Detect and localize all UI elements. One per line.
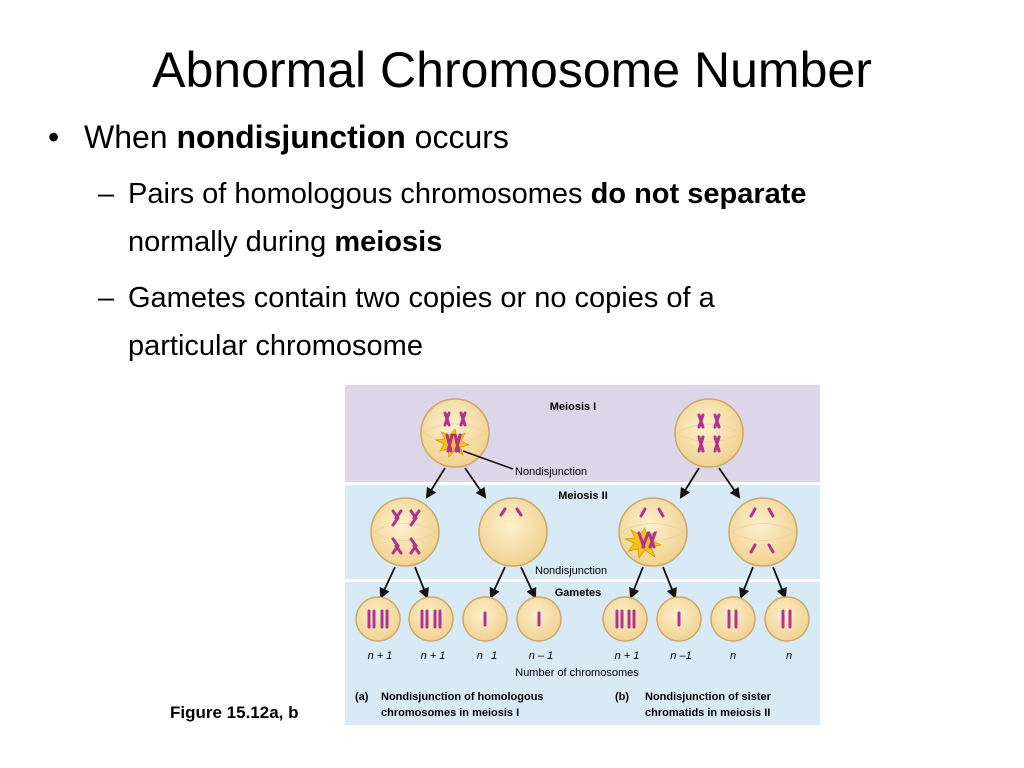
label-meiosis-2: Meiosis II	[558, 490, 608, 502]
sub1-text1: Pairs of homologous chromosomes	[128, 178, 591, 210]
meiosis2-cell-4	[728, 497, 798, 567]
gamete-count-6: n –1	[670, 650, 691, 662]
gamete-count-1: n + 1	[368, 650, 393, 662]
sub1-bold1: do not separate	[590, 178, 807, 210]
gamete-5	[602, 596, 648, 642]
part-b-line1: Nondisjunction of sister	[645, 691, 772, 703]
page-title: Abnormal Chromosome Number	[152, 42, 872, 98]
gamete-4	[516, 596, 562, 642]
part-a-tag: (a)	[355, 691, 369, 703]
meiosis1-cell-b	[674, 398, 744, 468]
dash-icon: –	[98, 178, 115, 210]
label-gametes: Gametes	[555, 587, 601, 599]
chromosome-icon	[697, 413, 721, 453]
meiosis2-cell-1	[370, 497, 440, 567]
gamete-2	[408, 596, 454, 642]
nondisjunction-label-2: Nondisjunction	[535, 565, 607, 577]
sub2-line2: particular chromosome	[128, 330, 423, 362]
gamete-count-7: n	[730, 650, 736, 662]
part-a-line1: Nondisjunction of homologous	[381, 691, 544, 703]
subbullet-gametes: – Gametes contain two copies or no copie…	[48, 274, 988, 370]
gamete-8	[764, 596, 810, 642]
part-a-line2: chromosomes in meiosis I	[381, 707, 519, 719]
sub1-text2: normally during	[128, 226, 335, 258]
part-b-tag: (b)	[615, 691, 629, 703]
sub2-line1: Gametes contain two copies or no copies …	[128, 282, 715, 314]
subbullet-homologous: – Pairs of homologous chromosomes do not…	[48, 170, 988, 266]
dash-icon: –	[98, 282, 115, 314]
gamete-1	[355, 596, 401, 642]
gamete-count-5: n + 1	[615, 650, 640, 662]
figure-caption: Figure 15.12a, b	[170, 703, 299, 722]
sub1-line2: normally during meiosis	[128, 218, 988, 266]
meiosis2-cell-2	[478, 497, 548, 567]
chromosome-icon	[443, 411, 467, 453]
nondisjunction-label-1: Nondisjunction	[515, 466, 587, 478]
bullet1-bold: nondisjunction	[176, 119, 406, 155]
gamete-count-3: n 1	[477, 650, 498, 662]
bullet1-prefix: When	[84, 119, 177, 155]
gamete-6	[656, 596, 702, 642]
bullet1-suffix: occurs	[405, 119, 509, 155]
bullet-dot-icon: •	[48, 119, 60, 155]
number-of-chromosomes-label: Number of chromosomes	[515, 667, 639, 679]
sub1-bold2: meiosis	[334, 226, 443, 258]
gamete-3	[462, 596, 508, 642]
gamete-count-4: n – 1	[529, 650, 553, 662]
bullet-nondisjunction: • When nondisjunction occurs	[48, 112, 988, 162]
meiosis1-cell-a	[420, 398, 490, 468]
gamete-7	[710, 596, 756, 642]
bullet-list: • When nondisjunction occurs – Pairs of …	[48, 112, 988, 378]
label-meiosis-1: Meiosis I	[550, 401, 596, 413]
part-b-line2: chromatids in meiosis II	[645, 707, 770, 719]
sub1-line1: Pairs of homologous chromosomes do not s…	[128, 170, 988, 218]
gamete-count-2: n + 1	[421, 650, 446, 662]
gamete-count-8: n	[786, 650, 792, 662]
meiosis2-cell-3	[618, 497, 688, 567]
nondisjunction-figure: Meiosis I Meiosis II Gametes	[345, 385, 820, 725]
